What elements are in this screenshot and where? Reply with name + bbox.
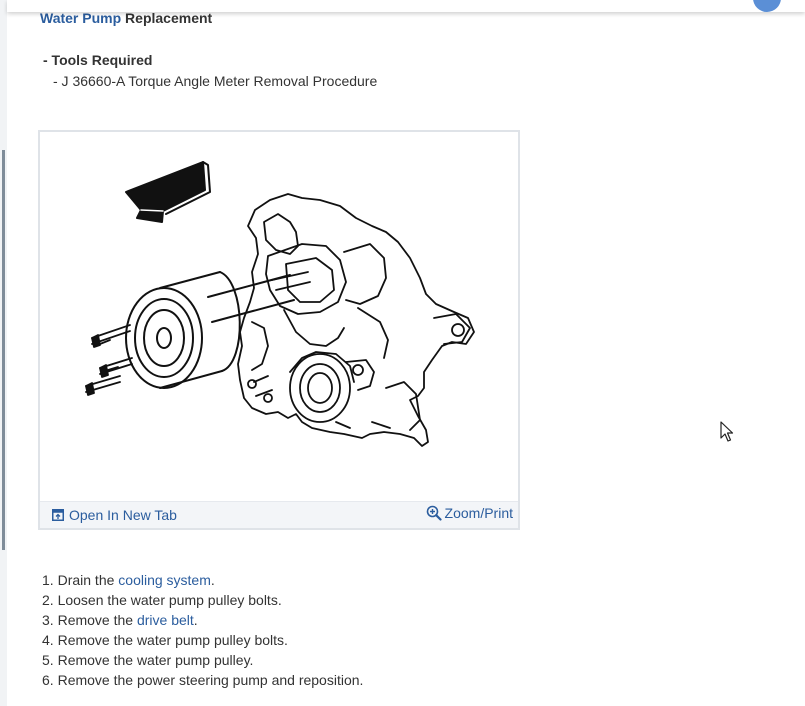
open-in-new-tab-label: Open In New Tab — [69, 507, 177, 523]
step-item: 5. Remove the water pump pulley. — [42, 652, 254, 668]
open-in-new-tab-link[interactable]: Open In New Tab — [52, 507, 177, 523]
mouse-pointer-icon — [720, 421, 734, 442]
scroll-indicator[interactable] — [2, 150, 5, 550]
procedure-steps: 1. Drain the cooling system. 2. Loosen t… — [42, 570, 363, 690]
user-avatar[interactable] — [753, 0, 781, 12]
title-rest: Replacement — [121, 10, 213, 26]
tools-required-heading: - Tools Required — [43, 52, 153, 68]
open-in-new-tab-icon — [52, 509, 64, 521]
step-item: 2. Loosen the water pump pulley bolts. — [42, 592, 282, 608]
diagram-figure: Open In New Tab Zoom/Print — [38, 130, 520, 530]
water-pump-housing — [247, 351, 421, 431]
engine-front-cover — [237, 193, 475, 447]
direction-arrow — [125, 161, 206, 223]
figure-toolbar: Open In New Tab Zoom/Print — [40, 501, 518, 528]
step-item: 3. Remove the drive belt. — [42, 612, 198, 628]
step-item: 4. Remove the water pump pulley bolts. — [42, 632, 288, 648]
page-title: Water Pump Replacement — [40, 10, 212, 26]
step-item: 1. Drain the cooling system. — [42, 572, 215, 588]
zoom-in-icon — [426, 505, 442, 521]
zoom-print-label: Zoom/Print — [444, 505, 513, 521]
top-header-bar — [7, 0, 805, 12]
drive-belt-link[interactable]: drive belt — [136, 612, 194, 628]
zoom-print-link[interactable]: Zoom/Print — [426, 505, 513, 521]
tool-item: - J 36660-A Torque Angle Meter Removal P… — [53, 73, 378, 89]
title-link-water-pump[interactable]: Water Pump — [40, 10, 122, 26]
bolts — [85, 324, 133, 396]
water-pump-diagram — [85, 161, 475, 447]
pulley — [125, 271, 295, 389]
cooling-system-link[interactable]: cooling system — [118, 572, 211, 588]
step-item: 6. Remove the power steering pump and re… — [42, 672, 364, 688]
